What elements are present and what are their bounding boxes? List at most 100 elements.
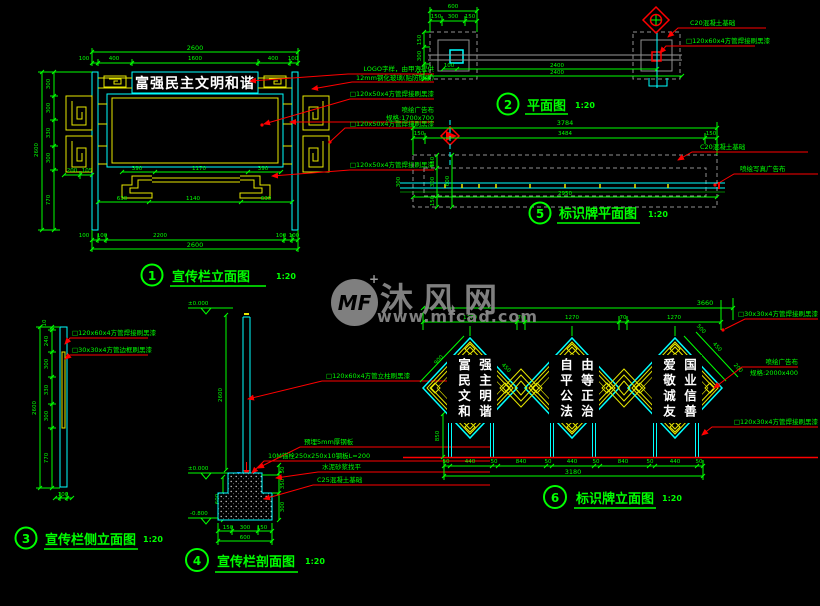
annotation-text: □30x30x4方管焊接刷黑漆 [738,309,819,318]
annotation-text: 12mm钢化玻璃(贴防爆膜) [356,73,434,82]
dim-text: 600 [240,535,251,541]
left-post [91,71,99,231]
dim-text: 840 [618,459,629,465]
dim-text: 300 [240,525,251,531]
drawing-title: 宣传栏侧立面图 [45,532,136,548]
drawing-1-label: 1 宣传栏立面图 1:20 [140,263,296,287]
dim-text: 150 [430,195,436,206]
drawing-scale: 1:20 [575,101,595,110]
drawing-title: 平面图 [527,99,566,114]
drawing-4-section: ±0.000 ±0.000 -0.800 2600 600 150 300 15… [185,301,490,573]
annotation-text: 喷绘写真广告布 [740,164,786,173]
drawing-3-label: 3 宣传栏侧立面图 1:20 [14,526,163,550]
dim-text: 2600 [32,401,38,415]
annotation-text: 规格:2000x400 [750,368,798,377]
drawing-scale: 1:20 [662,494,682,503]
dim-text: 300 [44,410,50,421]
right-post [291,71,299,231]
dim-text: 2400 [550,70,564,76]
connector-ornament [502,368,643,408]
drawing-scale: 1:20 [305,557,325,566]
annotation-text: □120x60x4方管焊接刷黑漆 [72,328,157,337]
dim-text: 1270 [463,315,477,321]
annotation-text: □120x50x4方管焊接刷黑漆 [350,119,435,128]
panel-frame [106,93,284,168]
drawing-1-elevation: 富强民主文明和谐 2600 100 400 1600 400 100 300 3… [34,44,435,287]
sign-2-left-column: 自平公法 [558,358,573,420]
dim-text: 100 [276,233,287,239]
dim-text: 50 [443,459,450,465]
level-text: ±0.000 [188,466,209,472]
dim-text: 600 [445,175,451,186]
dim-text: 100 [58,492,69,498]
drawing-title: 标识牌平面图 [558,206,637,222]
dim-text: 400 [268,56,279,62]
drawing-3-side-elevation: 10 240 300 330 300 770 2600 100 □120x60x… [14,319,163,550]
sign-foundation-outline [412,154,718,208]
drawing-2-plan: 600 150 300 150 150 300 150 100 2400 240… [417,4,771,116]
bottom-meander-ornament [121,175,271,199]
leader-lines [249,73,434,179]
dim-text: 630 [261,196,272,202]
drawing-scale: 1:20 [648,210,668,219]
dim-text: 100 [97,233,108,239]
dim-text: 300 [417,50,423,61]
annotation-text: □120x50x4方管焊接刷黑漆 [350,89,435,98]
dim-text: 900 [433,354,445,366]
sign-3-text: 国业信善 爱敬诚友 [652,355,702,423]
dim-text: 2600 [218,388,224,402]
dim-text: 100 [79,56,90,62]
annotation-text: □120x60x4方管焊接刷黑漆 [686,36,771,45]
drawing-title: 宣传栏剖面图 [217,554,295,570]
dim-text: 150 [223,525,234,531]
level-text: -0.800 [190,511,208,517]
dim-text: 50 [545,459,552,465]
annotation-text: □120x30x4方管焊接刷黑漆 [734,417,819,426]
dim-text: 100 [289,233,300,239]
dim-text: 840 [516,459,527,465]
drawing-scale: 1:20 [276,272,296,281]
section-marker [641,5,671,35]
dim-text: 100 [79,233,90,239]
dim-text: 2400 [550,63,564,69]
drawing-number: 2 [504,98,512,112]
annotation-text: 喷绘广告布 [766,357,799,366]
drawing-title: 标识牌立面图 [575,491,654,507]
dim-text: 350 [280,478,286,489]
dim-text: 1600 [188,56,202,62]
drawing-5-sign-plan: 3784 150 3484 150 150 300 150 600 300 29… [396,119,818,225]
annotation-text: 10M锚栓250x250x10钢板L=200 [268,451,370,460]
dim-text: 440 [670,459,681,465]
sign-2-text: 由等正治 自平公法 [549,355,599,423]
drawing-4-label: 4 宣传栏剖面图 1:20 [185,548,325,573]
drawing-number: 6 [551,491,559,505]
drawing-number: 3 [22,532,30,546]
dim-text: 100 [444,63,455,69]
annotation-text: LOGO字样，由甲方提供 [363,64,434,73]
post-side [59,326,68,488]
dim-text: 400 [109,56,120,62]
dim-text: 10 [42,319,48,326]
watermark-name: 沐风网 [380,280,506,319]
dim-text: 1140 [186,196,200,202]
dim-text: 300 [46,78,52,89]
annotation-text: C20混凝土基础 [690,18,736,27]
annotation-text: □120x60x4方管立柱刷黑漆 [326,371,411,380]
drawing-title: 宣传栏立面图 [172,269,250,285]
axis-marker [439,120,461,165]
sign-1-left-column: 富民文和 [456,358,471,420]
dim-text: 300 [44,358,50,369]
sign-3-left-column: 爱敬诚友 [661,358,676,420]
dim-text: 300 [396,176,402,187]
dim-text: 2600 [187,241,204,249]
dim-text: 500 [695,323,707,335]
concrete-foundation [217,472,273,521]
title-band [131,71,259,94]
dim-text: 300 [280,501,286,512]
post-section [242,316,251,477]
annotation-text: C25混凝土基础 [317,475,363,484]
annotation-text: 预埋5mm厚钢板 [304,437,354,446]
dim-text: 770 [44,452,50,463]
